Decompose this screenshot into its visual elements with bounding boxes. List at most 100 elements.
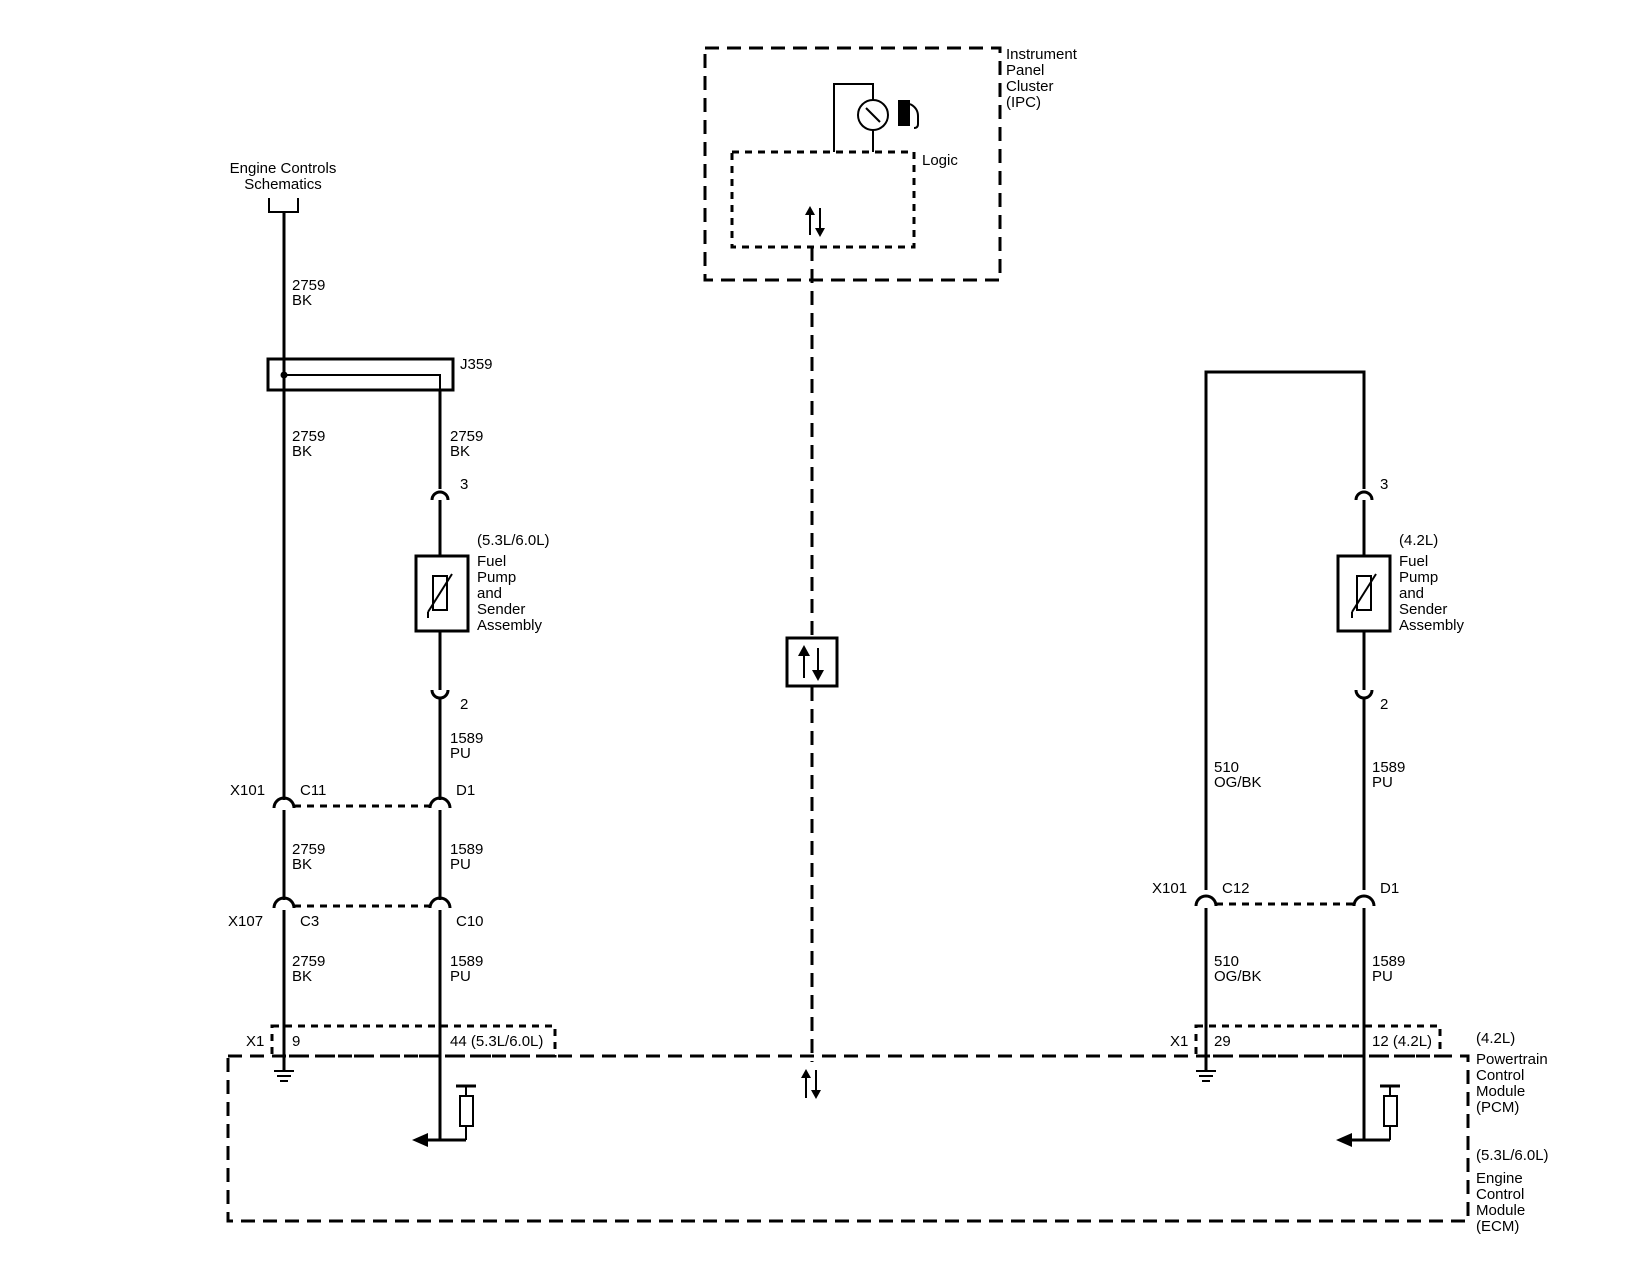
- connector-x101-right: X101 C12 D1: [1152, 880, 1399, 907]
- wire-color-label: PU: [1372, 968, 1393, 985]
- module-pin: 12 (4.2L): [1372, 1033, 1432, 1050]
- serial-data-icon: [805, 206, 825, 237]
- wire-color-label: PU: [450, 968, 471, 985]
- wire-circuit-label: 1589: [1372, 953, 1405, 970]
- sender-name-line-4: Sender: [1399, 601, 1447, 618]
- wire-segment-x101-x107: 2759 BK 1589 PU: [282, 810, 483, 900]
- wire-circuit-label: 510: [1214, 759, 1239, 776]
- connector-pin: C11: [300, 782, 326, 799]
- connector-pin: D1: [1380, 880, 1399, 897]
- splice-label: J359: [460, 356, 493, 373]
- wire-color-label: PU: [450, 745, 471, 762]
- wire-color-label: BK: [450, 443, 470, 460]
- engine-controls-reference: Engine Controls Schematics: [230, 160, 337, 213]
- ground-icon: [1196, 1070, 1216, 1082]
- module-pins-left: X1 9 44 (5.3L/6.0L): [246, 1024, 557, 1058]
- wire-2759-bk-branch: 2759 BK: [438, 390, 483, 489]
- control-module: (4.2L) Powertrain Control Module (PCM) (…: [226, 1030, 1549, 1235]
- wire-1589-pu-left: 1589 PU: [438, 698, 483, 800]
- sender-name-line-1: Fuel: [477, 553, 506, 570]
- sender-name-line-5: Assembly: [477, 617, 543, 634]
- sender-name-line-3: and: [1399, 585, 1424, 602]
- connector-pin: C10: [456, 913, 484, 930]
- connector-pin: C3: [300, 913, 319, 930]
- sender-name-line-1: Fuel: [1399, 553, 1428, 570]
- ecm-variant: (5.3L/6.0L): [1476, 1147, 1549, 1164]
- sender-name-line-4: Sender: [477, 601, 525, 618]
- sender-name-line-2: Pump: [1399, 569, 1438, 586]
- sender-resistor-icon: [414, 554, 470, 633]
- signal-arrow-icon: [1336, 1133, 1390, 1147]
- ecm-name-line-2: Control: [1476, 1186, 1524, 1203]
- pin-label: 3: [460, 476, 468, 493]
- pullup-resistor-icon: [1380, 1084, 1400, 1140]
- module-connector: X1: [1170, 1033, 1188, 1050]
- ecm-name-line-3: Module: [1476, 1202, 1525, 1219]
- fuel-gauge-icon: [833, 83, 889, 152]
- connector-pin: D1: [456, 782, 475, 799]
- wire-2759-bk: 2759 BK 2759 BK: [282, 212, 325, 800]
- connector-pin: C12: [1222, 880, 1250, 897]
- wire-circuit-label: 510: [1214, 953, 1239, 970]
- connector-x101-left: X101 C11 D1: [230, 782, 475, 809]
- sender-variant: (5.3L/6.0L): [477, 532, 550, 549]
- pcm-name-line-4: (PCM): [1476, 1099, 1519, 1116]
- wire-color-label: BK: [292, 292, 312, 309]
- pcm-variant: (4.2L): [1476, 1030, 1515, 1047]
- wire-color-label: OG/BK: [1214, 968, 1262, 985]
- pcm-name-line-2: Control: [1476, 1067, 1524, 1084]
- left-fuel-sender: 3 2 (5.3L/6.0L) Fuel Pump and Sender Ass…: [414, 476, 550, 713]
- ipc-name-line-2: Panel: [1006, 62, 1044, 79]
- pin-label: 2: [460, 696, 468, 713]
- module-pins-right: X1 29 12 (4.2L): [1170, 1024, 1442, 1058]
- fuel-pump-icon: [898, 100, 919, 129]
- module-pin: 44 (5.3L/6.0L): [450, 1033, 543, 1050]
- wire-color-label: PU: [450, 856, 471, 873]
- ground-icon: [274, 1070, 294, 1082]
- pcm-name-line-3: Module: [1476, 1083, 1525, 1100]
- engine-controls-line-2: Schematics: [244, 176, 322, 193]
- engine-controls-line-1: Engine Controls: [230, 160, 337, 177]
- wire-circuit-label: 1589: [450, 953, 483, 970]
- wire-1589-pu-right: 1589 PU: [1362, 698, 1405, 890]
- ipc-logic-block: [730, 150, 916, 249]
- sender-name-line-5: Assembly: [1399, 617, 1465, 634]
- wire-color-label: OG/BK: [1214, 774, 1262, 791]
- wire-circuit-label: 2759: [450, 428, 483, 445]
- wire-color-label: PU: [1372, 774, 1393, 791]
- wire-circuit-label: 1589: [1372, 759, 1405, 776]
- pcm-name-line-1: Powertrain: [1476, 1051, 1548, 1068]
- wire-circuit-label: 1589: [450, 841, 483, 858]
- connector-x107: X107 C3 C10: [228, 896, 484, 930]
- wire-color-label: BK: [292, 856, 312, 873]
- wire-segment-x107-module: 2759 BK 1589 PU: [282, 910, 483, 1140]
- wire-510-og-bk: 510 OG/BK: [1204, 370, 1366, 890]
- ipc-logic-label: Logic: [922, 152, 958, 169]
- ipc-name-line-1: Instrument: [1006, 46, 1078, 63]
- module-pin: 9: [292, 1033, 300, 1050]
- connector-name: X101: [1152, 880, 1187, 897]
- pin-label: 2: [1380, 696, 1388, 713]
- sender-name-line-2: Pump: [477, 569, 516, 586]
- wire-circuit-label: 2759: [292, 277, 325, 294]
- wire-circuit-label: 2759: [292, 841, 325, 858]
- signal-arrow-icon: [412, 1133, 466, 1147]
- serial-data-icon: [801, 1069, 821, 1099]
- ipc-module: Instrument Panel Cluster (IPC) Logic: [703, 46, 1078, 282]
- module-pin: 29: [1214, 1033, 1231, 1050]
- sender-variant: (4.2L): [1399, 532, 1438, 549]
- connector-name: X107: [228, 913, 263, 930]
- wire-segment-right-module: 510 OG/BK 1589 PU: [1204, 908, 1405, 1140]
- ipc-name-line-3: Cluster: [1006, 78, 1054, 95]
- sender-name-line-3: and: [477, 585, 502, 602]
- wire-circuit-label: 2759: [292, 428, 325, 445]
- ecm-name-line-4: (ECM): [1476, 1218, 1519, 1235]
- wire-color-label: BK: [292, 968, 312, 985]
- ipc-name-line-4: (IPC): [1006, 94, 1041, 111]
- connector-name: X101: [230, 782, 265, 799]
- serial-data-icon: [785, 636, 839, 688]
- pullup-resistor-icon: [456, 1084, 476, 1140]
- serial-data-line: [785, 247, 839, 1099]
- pin-label: 3: [1380, 476, 1388, 493]
